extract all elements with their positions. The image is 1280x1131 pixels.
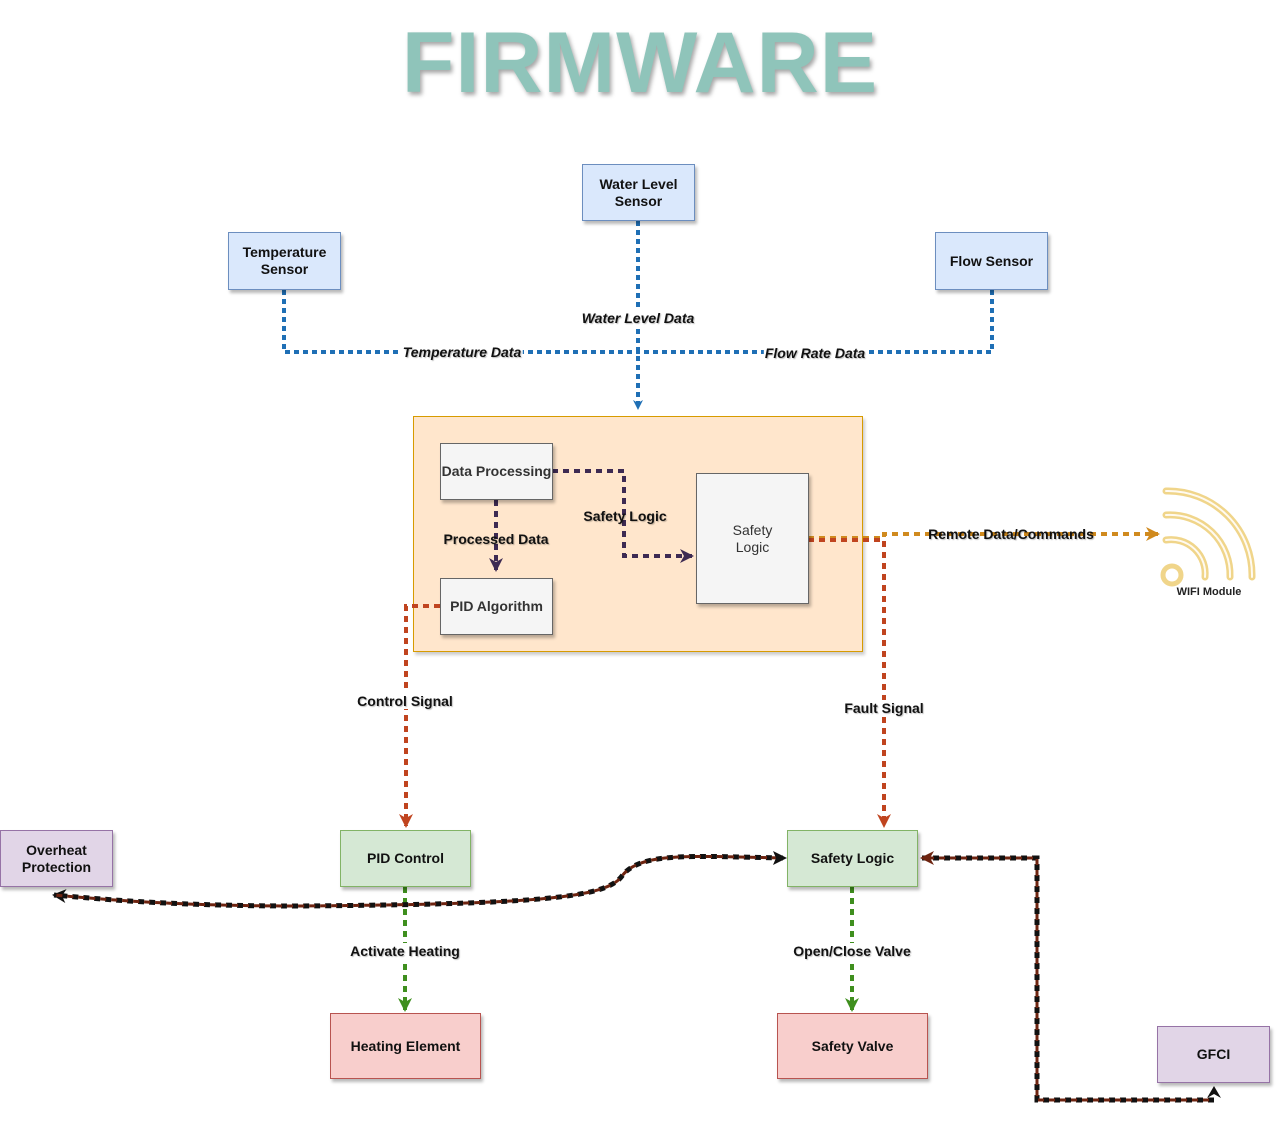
- flow-sensor-node: Flow Sensor: [935, 232, 1048, 290]
- gfci-arrow-start: [1207, 1086, 1221, 1098]
- pid-algorithm-node: PID Algorithm: [440, 578, 553, 635]
- edge-control-signal: [399, 604, 440, 828]
- page-title: FIRMWARE: [401, 15, 879, 111]
- wifi-icon: [1160, 487, 1256, 587]
- edge-label-open-close-valve: Open/Close Valve: [792, 943, 912, 959]
- edge-fault-signal: [808, 538, 891, 828]
- edge-safety-logic-internal: [552, 469, 694, 563]
- edge-label-fault-signal: Fault Signal: [843, 700, 925, 716]
- edge-label-flow-rate-data: Flow Rate Data: [763, 345, 867, 361]
- edge-label-temperature-data: Temperature Data: [401, 344, 523, 360]
- safety-logic-node: Safety Logic: [787, 830, 918, 887]
- actuation-edges: [398, 887, 859, 1012]
- edge-flow-rate-data: [638, 290, 994, 354]
- wifi-module-label: WIFI Module: [1176, 586, 1242, 598]
- edge-label-control-signal: Control Signal: [356, 693, 454, 709]
- signal-edges: [399, 538, 891, 828]
- edge-label-safety-logic: Safety Logic: [583, 508, 667, 524]
- overheat-protection-node: Overheat Protection: [0, 830, 113, 887]
- pid-control-node: PID Control: [340, 830, 471, 887]
- internal-edges: [489, 469, 694, 572]
- water-level-sensor-node: Water Level Sensor: [582, 164, 695, 221]
- edge-label-water-level-data: Water Level Data: [580, 310, 696, 326]
- safety-logic-inner-node: Safety Logic: [696, 473, 809, 604]
- gfci-node: GFCI: [1157, 1026, 1270, 1083]
- edge-label-activate-heating: Activate Heating: [349, 943, 461, 959]
- overheat-arrow-start: [773, 851, 787, 865]
- edge-overheat-protection: [52, 853, 784, 909]
- safety-valve-node: Safety Valve: [777, 1013, 928, 1079]
- edge-gfci-feedback: [920, 851, 1214, 1103]
- data-processing-node: Data Processing: [440, 443, 553, 500]
- edge-label-remote-data: Remote Data/Commands: [928, 526, 1094, 542]
- temperature-sensor-node: Temperature Sensor: [228, 232, 341, 290]
- edge-label-processed-data: Processed Data: [443, 531, 549, 547]
- heating-element-node: Heating Element: [330, 1013, 481, 1079]
